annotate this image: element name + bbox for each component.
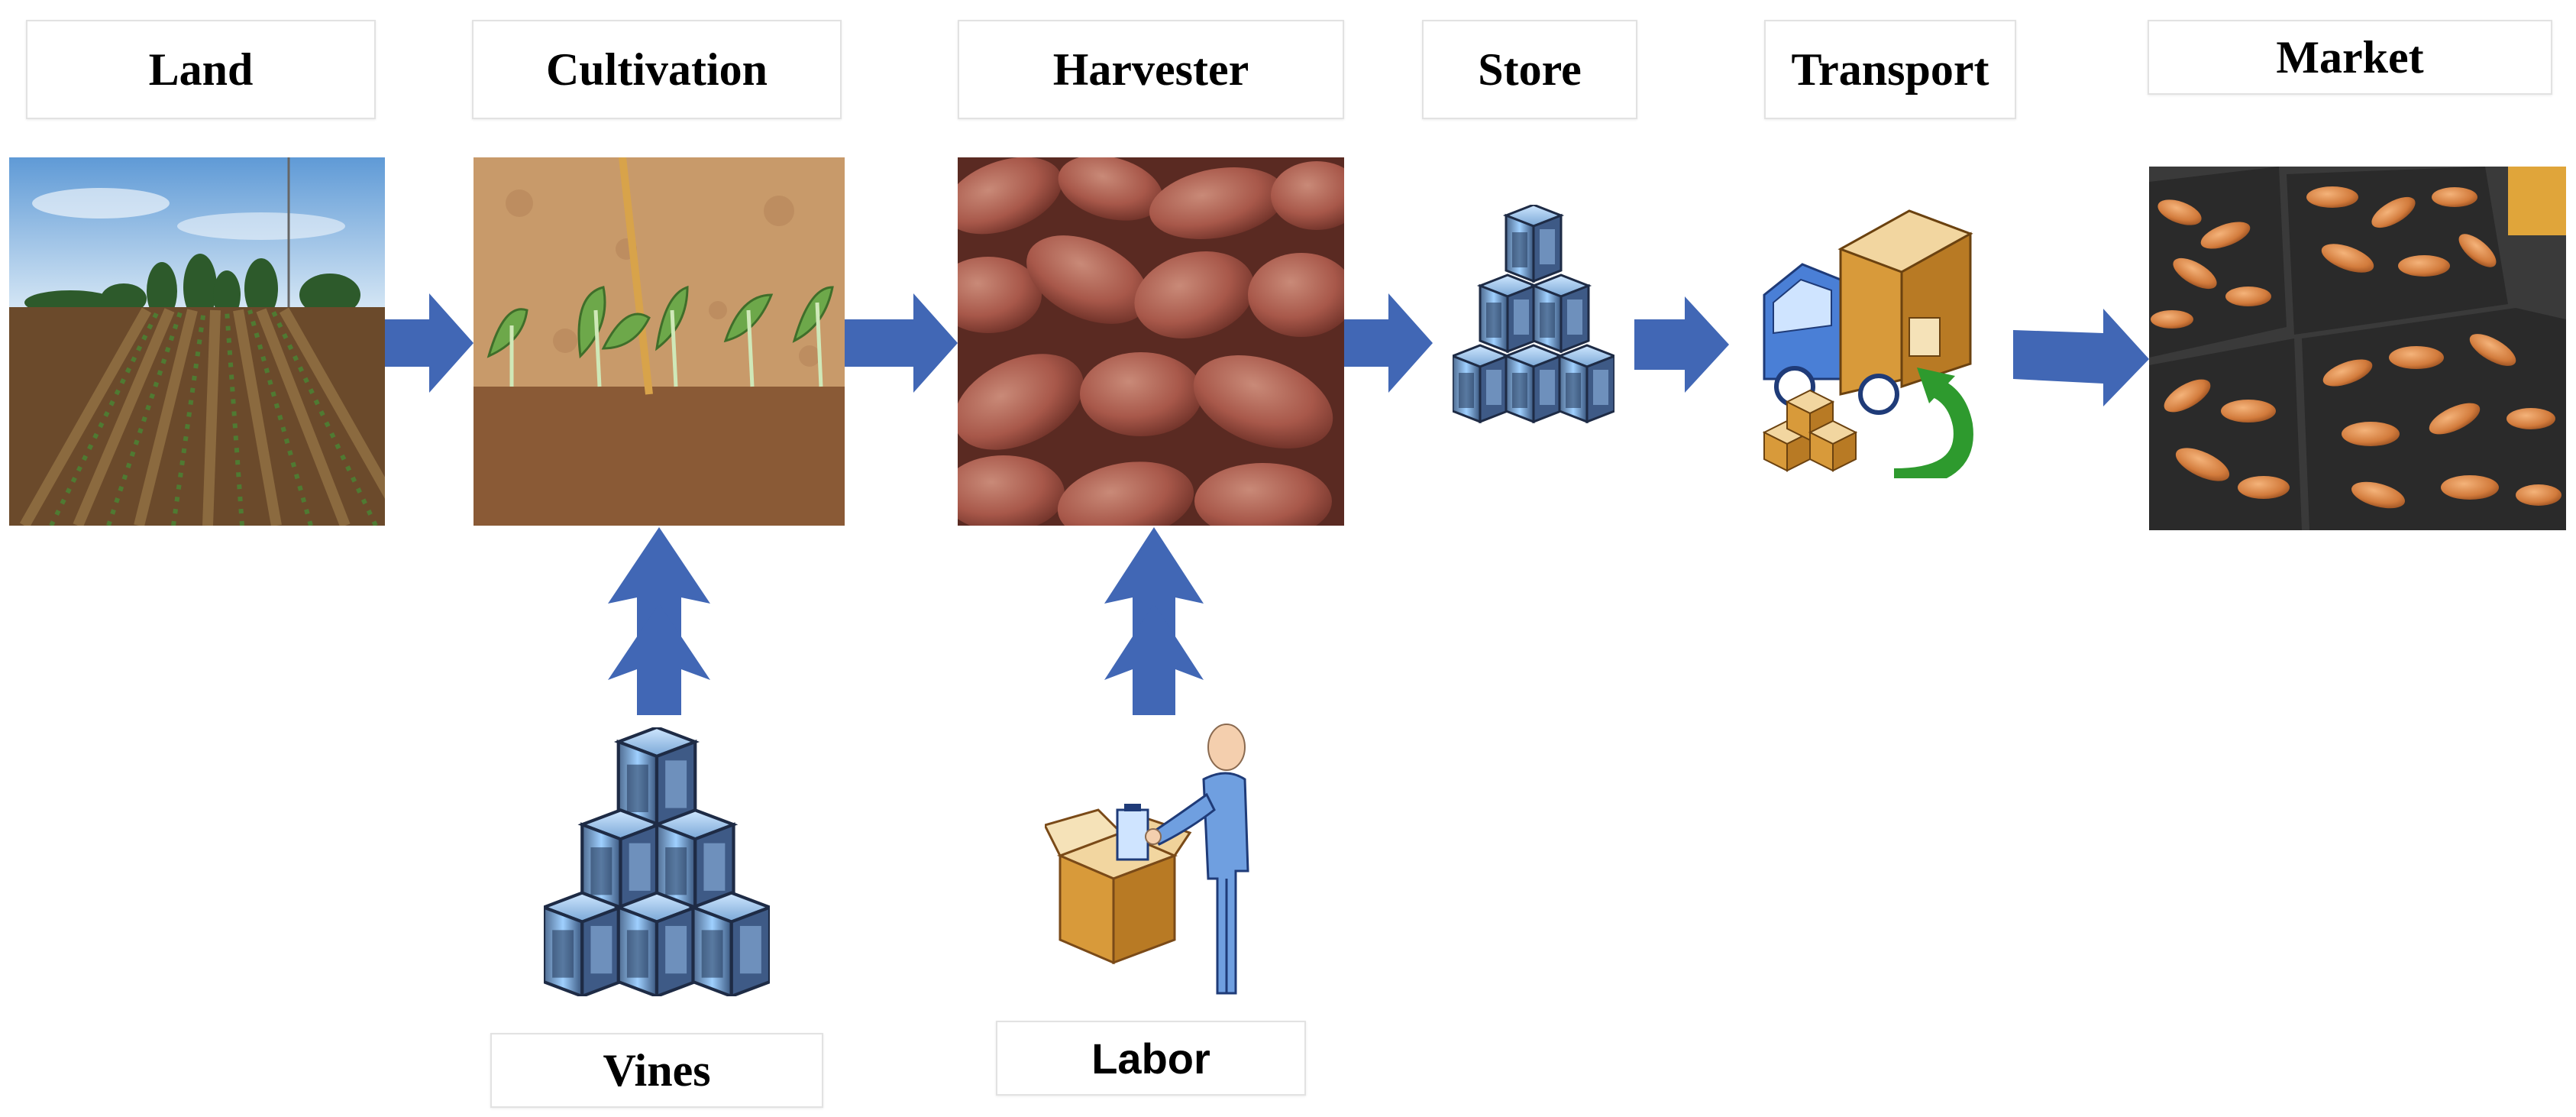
vines-label: Vines bbox=[603, 1044, 711, 1096]
store-stacked-boxes-icon bbox=[1453, 205, 1614, 480]
store-to-transport-arrow bbox=[1634, 296, 1729, 393]
land-field-image bbox=[9, 157, 385, 526]
market-label: Market bbox=[2276, 31, 2424, 83]
transport-label: Transport bbox=[1791, 44, 1989, 95]
land-to-cultivation-arrow bbox=[385, 293, 474, 393]
store-label: Store bbox=[1478, 44, 1582, 95]
cultivation-label-box: Cultivation bbox=[472, 20, 842, 119]
harvester-to-store-arrow bbox=[1344, 293, 1433, 393]
store-label-box: Store bbox=[1422, 20, 1637, 119]
cultivation-image bbox=[474, 157, 845, 526]
labor-label: Labor bbox=[1091, 1034, 1210, 1083]
market-label-box: Market bbox=[2148, 20, 2552, 95]
harvested-sweet-potatoes-image bbox=[958, 157, 1344, 526]
labor-to-harvester-arrow bbox=[1104, 527, 1204, 715]
delivery-truck-icon bbox=[1757, 203, 1978, 478]
cultivation-label: Cultivation bbox=[545, 44, 768, 95]
worker-with-box-icon bbox=[1045, 718, 1256, 1001]
vines-label-box: Vines bbox=[490, 1033, 823, 1108]
land-label: Land bbox=[148, 44, 254, 95]
market-crates-image bbox=[2149, 167, 2566, 530]
harvester-label-box: Harvester bbox=[958, 20, 1344, 119]
transport-label-box: Transport bbox=[1764, 20, 2016, 119]
vines-to-cultivation-arrow bbox=[608, 527, 710, 715]
labor-label-box: Labor bbox=[996, 1021, 1306, 1096]
transport-to-market-arrow bbox=[2013, 309, 2149, 406]
cultivation-to-harvester-arrow bbox=[845, 293, 958, 393]
vines-stacked-boxes-icon bbox=[544, 727, 770, 996]
harvester-label: Harvester bbox=[1052, 44, 1249, 95]
land-label-box: Land bbox=[26, 20, 376, 119]
